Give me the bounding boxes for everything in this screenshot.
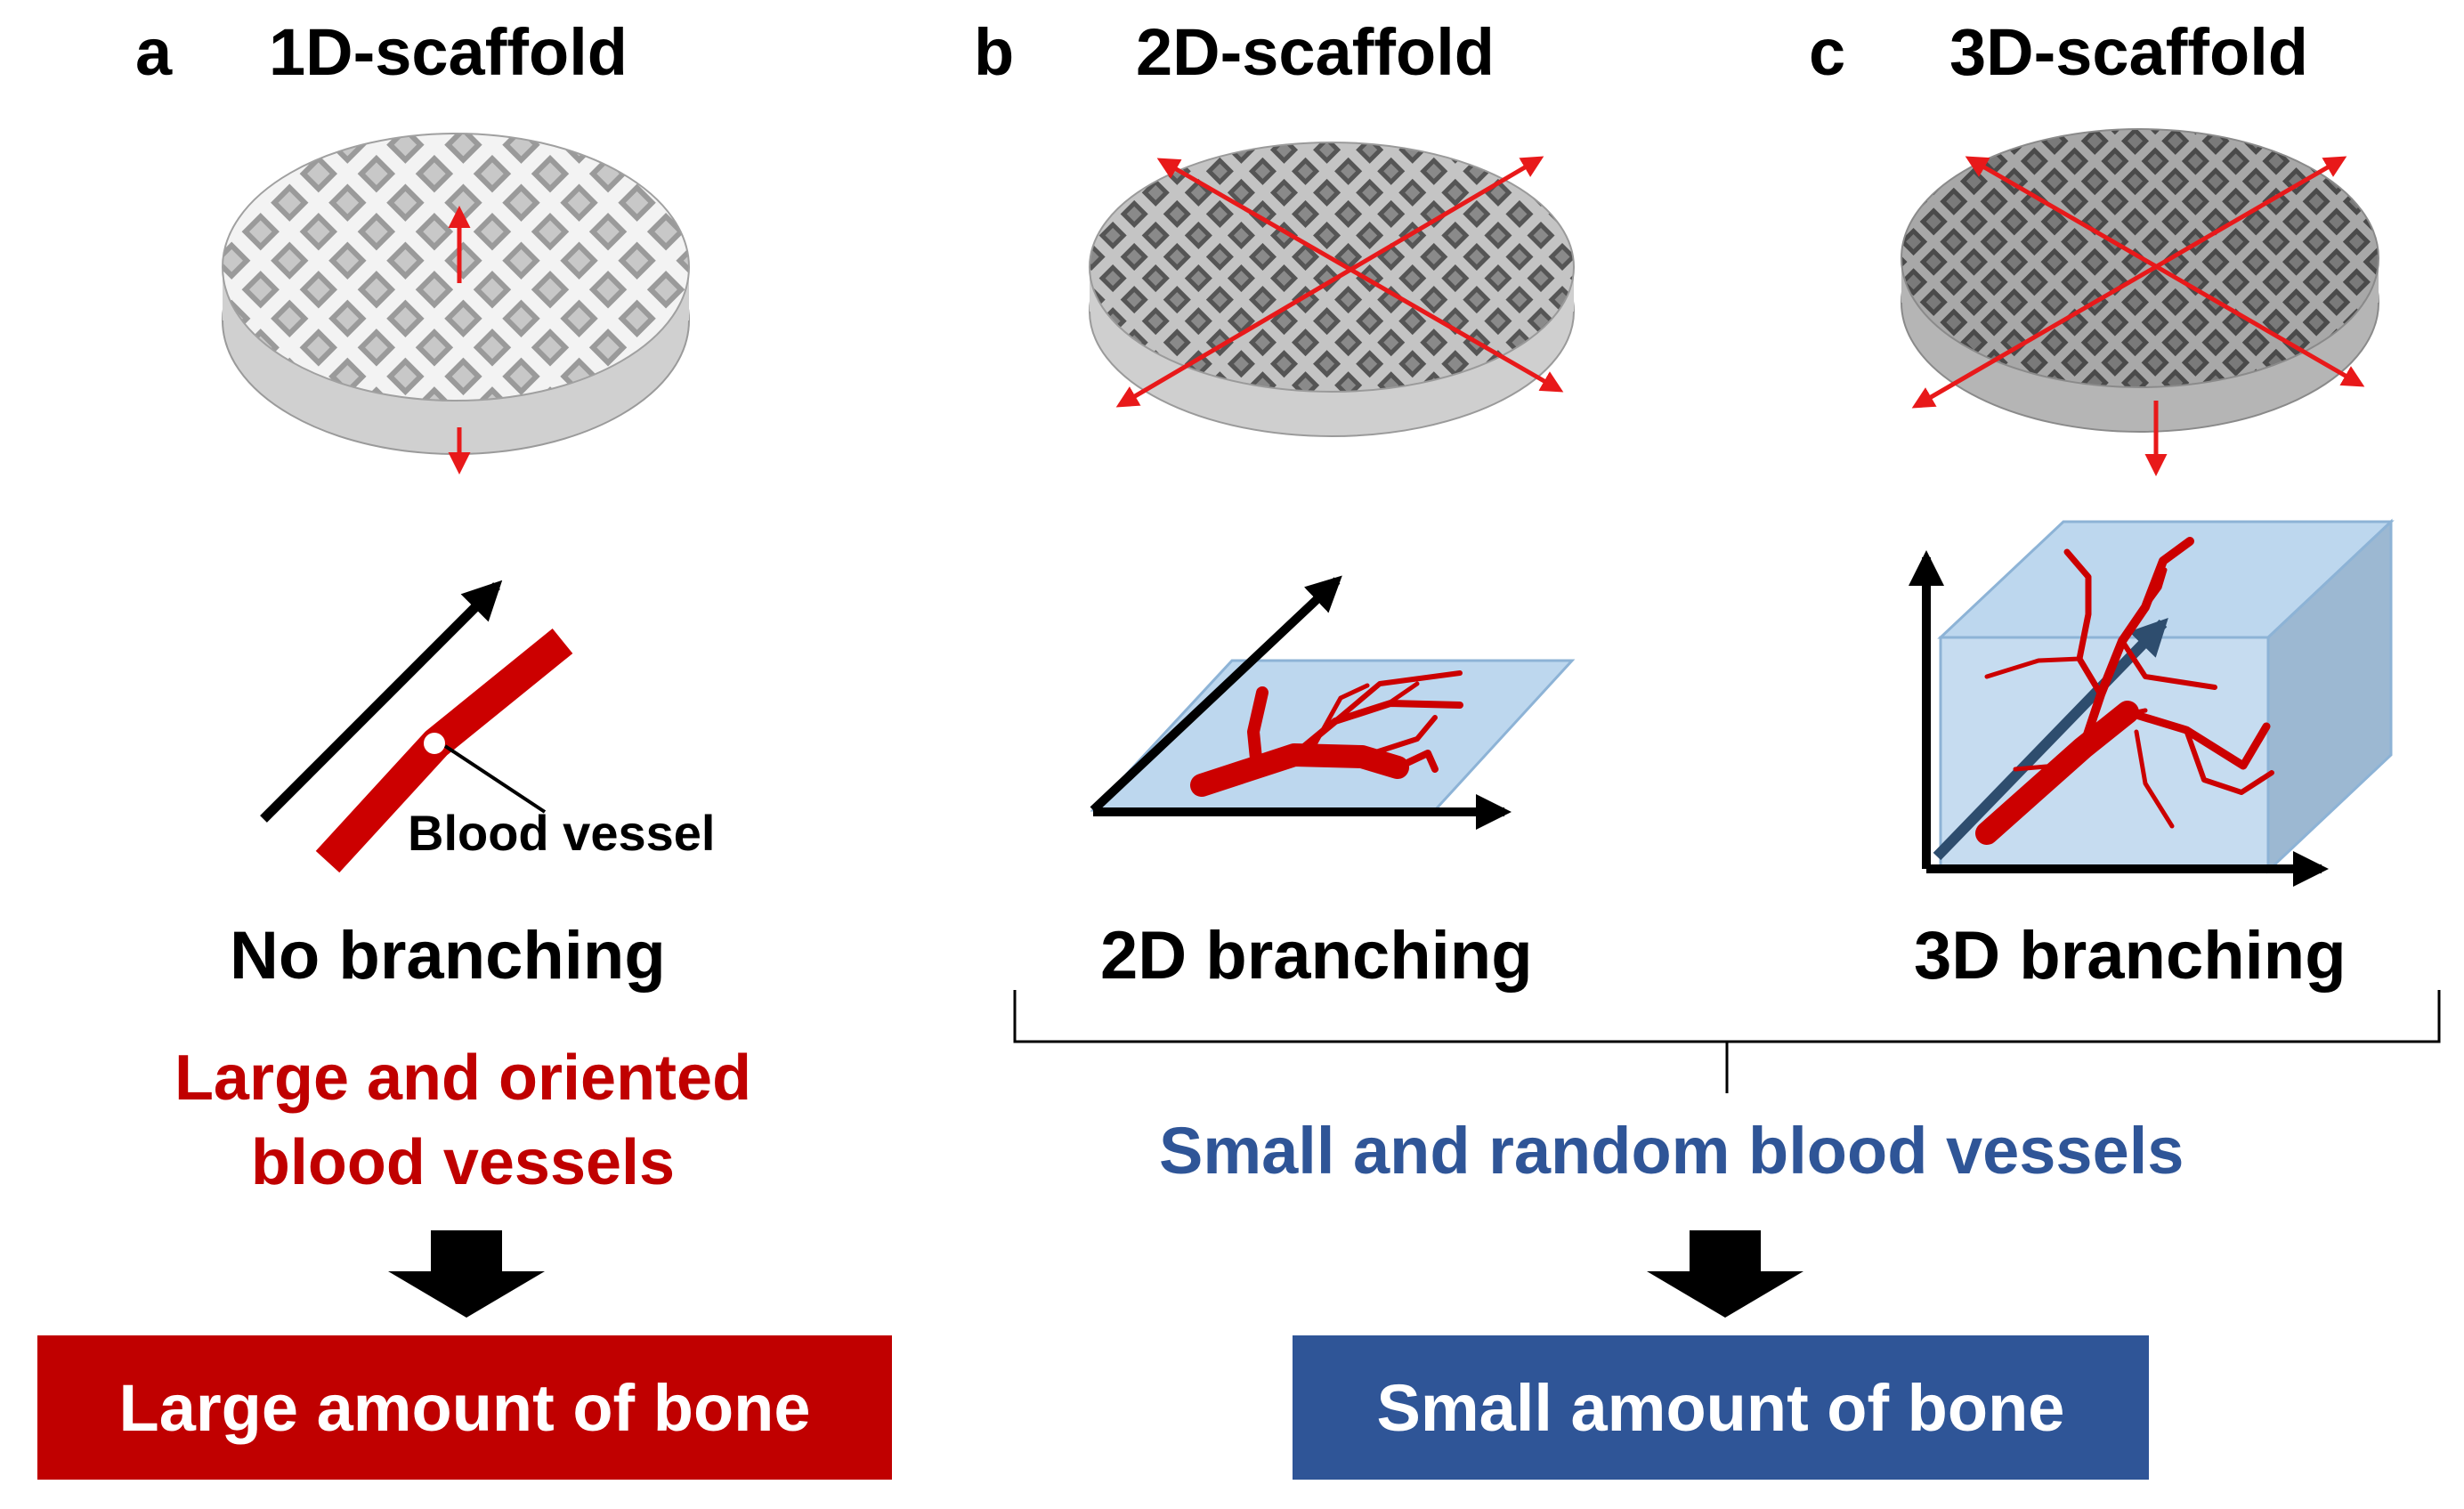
vessel-2d-icon	[1090, 575, 1576, 830]
panel-b-branching: 2D branching	[1100, 918, 1533, 994]
panel-b-letter: b	[974, 15, 1015, 89]
scaffold-2d-icon	[1089, 142, 1575, 437]
result-left-label: Large amount of bone	[118, 1370, 811, 1445]
panel-b-title: 2D-scaffold	[1136, 15, 1495, 89]
left-vessels-line-1: Large and oriented	[174, 1043, 752, 1114]
down-arrow-right	[1647, 1230, 1803, 1318]
result-box-left: Large amount of bone	[37, 1335, 892, 1480]
scaffold-1d-icon	[222, 133, 690, 475]
left-vessels-text: Large and oriented blood vessels	[89, 1036, 837, 1205]
vessel-1d-icon	[260, 580, 573, 873]
panel-c-title: 3D-scaffold	[1949, 15, 2308, 89]
panel-a-title: 1D-scaffold	[269, 15, 628, 89]
panel-c-branching: 3D branching	[1914, 918, 2346, 994]
down-arrow-left	[388, 1230, 545, 1318]
right-vessels-text: Small and random blood vessels	[1159, 1114, 2184, 1188]
panel-c-letter: c	[1809, 15, 1846, 89]
panel-a-letter: a	[135, 15, 173, 89]
result-box-right: Small amount of bone	[1293, 1335, 2149, 1480]
blood-vessel-label: Blood vessel	[408, 805, 716, 861]
panel-a-branching: No branching	[230, 918, 666, 994]
scaffold-3d-icon	[1901, 128, 2379, 476]
left-vessels-line-2: blood vessels	[250, 1127, 676, 1199]
vessel-3d-icon	[1909, 518, 2395, 887]
bracket	[1013, 990, 2441, 1093]
result-right-label: Small amount of bone	[1376, 1370, 2065, 1445]
